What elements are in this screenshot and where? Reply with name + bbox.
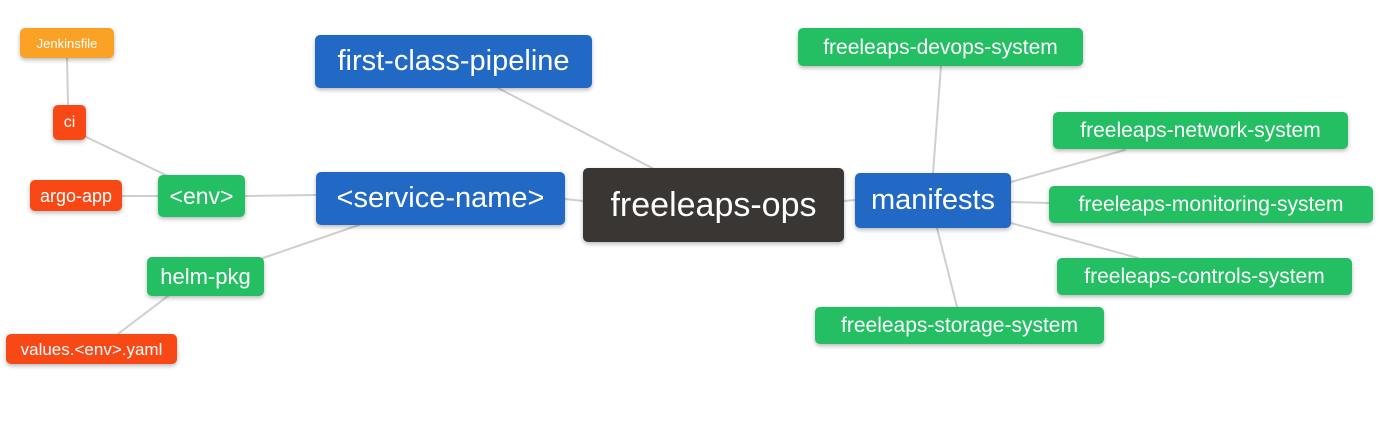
node-manifests[interactable]: manifests	[855, 173, 1011, 228]
node-freeleaps-ops[interactable]: freeleaps-ops	[583, 168, 844, 242]
edge-manifests--freeleaps-devops-system	[932, 65, 942, 174]
node-values-env-yaml[interactable]: values.<env>.yaml	[6, 334, 177, 364]
edge-first-class-pipeline--freeleaps-ops	[497, 87, 657, 171]
edge-ci--env	[83, 135, 171, 178]
edge-manifests--freeleaps-monitoring-system	[1010, 201, 1050, 204]
edge-freeleaps-ops--manifests	[843, 199, 856, 202]
edge-service-name--freeleaps-ops	[564, 198, 584, 202]
node-argo-app[interactable]: argo-app	[30, 180, 122, 211]
edge-helm-pkg--values-env-yaml	[117, 295, 169, 335]
edge-jenkinsfile--ci	[66, 57, 69, 106]
node-service-name[interactable]: <service-name>	[316, 172, 565, 225]
node-freeleaps-controls-system[interactable]: freeleaps-controls-system	[1057, 258, 1352, 295]
node-jenkinsfile[interactable]: Jenkinsfile	[20, 28, 114, 58]
edge-env--service-name	[244, 194, 317, 197]
node-freeleaps-network-system[interactable]: freeleaps-network-system	[1053, 112, 1348, 149]
node-freeleaps-monitoring-system[interactable]: freeleaps-monitoring-system	[1049, 186, 1373, 223]
node-env[interactable]: <env>	[158, 175, 245, 217]
node-freeleaps-devops-system[interactable]: freeleaps-devops-system	[798, 28, 1083, 66]
node-ci[interactable]: ci	[53, 105, 86, 140]
edge-manifests--freeleaps-network-system	[1010, 149, 1126, 183]
node-freeleaps-storage-system[interactable]: freeleaps-storage-system	[815, 307, 1104, 344]
node-helm-pkg[interactable]: helm-pkg	[147, 257, 264, 296]
edge-manifests--freeleaps-controls-system	[1010, 222, 1139, 259]
edge-service-name--helm-pkg	[262, 224, 360, 259]
node-first-class-pipeline[interactable]: first-class-pipeline	[315, 35, 592, 88]
edge-manifests--freeleaps-storage-system	[936, 227, 958, 308]
